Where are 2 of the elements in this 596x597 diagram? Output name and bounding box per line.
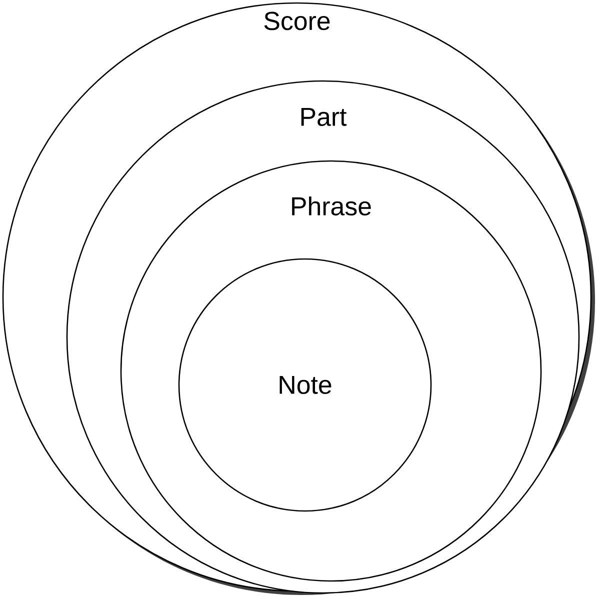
- node-label: Part: [301, 108, 347, 126]
- node-label: Score: [264, 12, 330, 30]
